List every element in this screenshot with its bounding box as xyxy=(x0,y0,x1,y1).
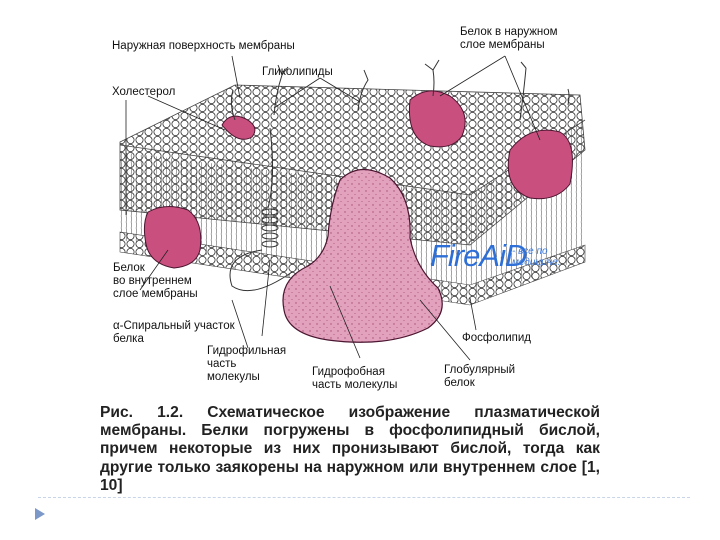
label-outer-surface: Наружная поверхность мембраны xyxy=(112,40,295,53)
label-cholesterol: Холестерол xyxy=(112,86,175,99)
triangle-right-icon[interactable] xyxy=(34,507,46,521)
label-hydrophobic: Гидрофобная часть молекулы xyxy=(312,366,397,392)
label-inner-protein: Белок во внутреннем слое мембраны xyxy=(113,262,198,301)
watermark-tagline: - все по медицине. xyxy=(512,246,561,268)
slide-divider xyxy=(38,497,690,498)
label-hydrophilic: Гидрофильная часть молекулы xyxy=(207,345,286,384)
protein-inner-layer xyxy=(144,206,200,268)
label-alpha-helix: α-Спиральный участок белка xyxy=(113,320,235,346)
label-glycolipids: Гликолипиды xyxy=(262,66,333,79)
label-globular: Глобулярный белок xyxy=(444,364,515,390)
figure-caption: Рис. 1.2. Схематическое изображение плаз… xyxy=(100,404,600,495)
label-phospholipid: Фосфолипид xyxy=(462,332,531,345)
label-outer-protein: Белок в наружном слое мембраны xyxy=(460,26,558,52)
